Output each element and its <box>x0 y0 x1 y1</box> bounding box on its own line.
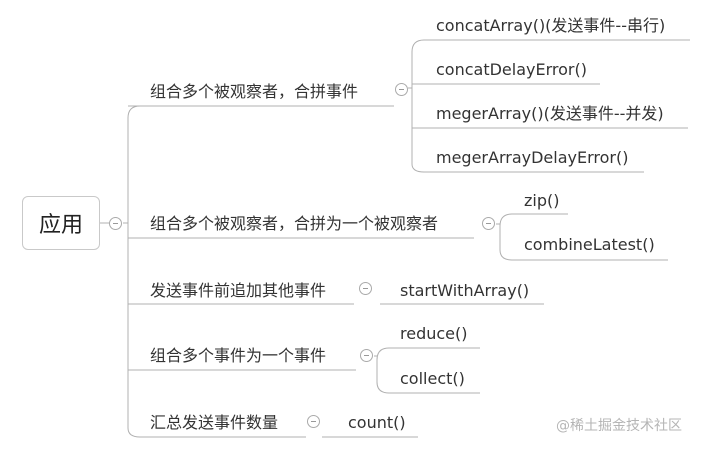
group-3-collapse-toggle-icon[interactable] <box>359 282 372 295</box>
root-collapse-toggle-icon[interactable] <box>109 217 122 230</box>
child-node-count[interactable]: count() <box>348 413 406 432</box>
child-node-collect[interactable]: collect() <box>400 369 465 388</box>
group-2-child-bracket <box>496 213 513 261</box>
group-node-combine-into-one-event[interactable]: 组合多个事件为一个事件 <box>150 346 327 365</box>
group-5-collapse-toggle-icon[interactable] <box>307 415 320 428</box>
child-node-reduce[interactable]: reduce() <box>400 324 468 343</box>
child-node-concatdelayerror[interactable]: concatDelayError() <box>436 60 587 79</box>
child-node-concatarray[interactable]: concatArray()(发送事件--串行) <box>436 16 666 35</box>
group-4-child-bracket <box>374 347 390 394</box>
watermark: @稀土掘金技术社区 <box>556 418 682 434</box>
child-node-startwitharray[interactable]: startWithArray() <box>400 281 530 300</box>
root-node[interactable]: 应用 <box>22 196 100 250</box>
root-trunk-line <box>127 105 141 438</box>
group-node-count-events[interactable]: 汇总发送事件数量 <box>150 413 279 432</box>
child-node-zip[interactable]: zip() <box>524 191 560 210</box>
group-node-combine-merge-events[interactable]: 组合多个被观察者，合拼事件 <box>150 82 359 101</box>
child-node-megerarraydelayerror[interactable]: megerArrayDelayError() <box>436 148 629 167</box>
group-2-collapse-toggle-icon[interactable] <box>482 217 495 230</box>
child-node-megerarray[interactable]: megerArray()(发送事件--并发) <box>436 104 664 123</box>
group-node-combine-into-one-observable[interactable]: 组合多个被观察者，合拼为一个被观察者 <box>150 214 439 233</box>
group-1-collapse-toggle-icon[interactable] <box>395 83 408 96</box>
group-node-prepend-events[interactable]: 发送事件前追加其他事件 <box>150 281 327 300</box>
group-1-child-bracket <box>408 39 425 173</box>
child-node-combinelatest[interactable]: combineLatest() <box>524 235 655 254</box>
group-4-collapse-toggle-icon[interactable] <box>360 349 373 362</box>
